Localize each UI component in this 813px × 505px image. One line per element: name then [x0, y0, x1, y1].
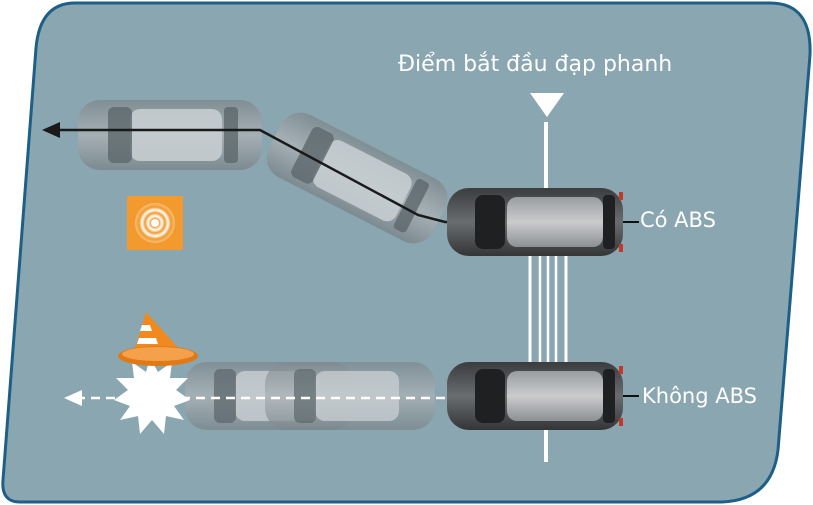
abs-warning-light-icon [127, 196, 183, 250]
abs-path-arrowhead [42, 122, 60, 138]
without-abs-label: Không ABS [642, 384, 757, 408]
abs-main-car [447, 188, 639, 256]
traffic-cone-icon [118, 312, 198, 366]
brake-start-label: Điểm bắt đầu đạp phanh [398, 52, 673, 77]
noabs-main-car [447, 362, 639, 430]
noabs-path-arrowhead [64, 390, 82, 406]
collision-burst-icon [114, 358, 190, 434]
abs-ghost-car-2 [266, 112, 448, 244]
with-abs-label: Có ABS [640, 208, 716, 232]
noabs-ghost-car-2 [265, 362, 435, 430]
brake-start-marker-icon [530, 93, 564, 117]
abs-ghost-car-1 [78, 100, 262, 170]
